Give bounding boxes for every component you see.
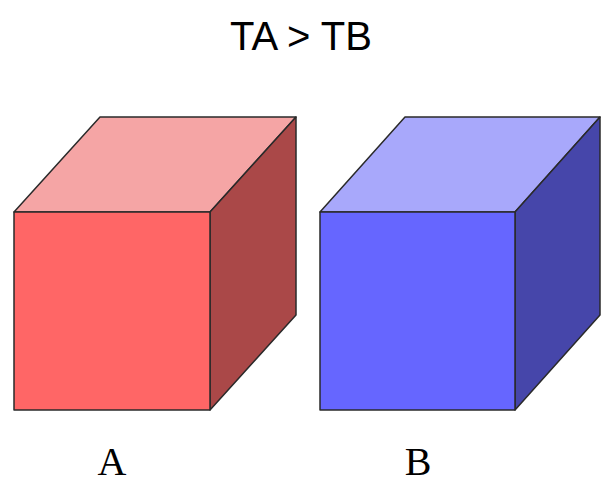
cube-drawing — [12, 115, 302, 485]
cube-front — [14, 212, 210, 410]
cube-label: A — [12, 442, 212, 482]
cube-front — [320, 212, 515, 410]
cube-drawing — [318, 115, 602, 485]
cube-label: B — [318, 442, 518, 482]
cube-side — [515, 117, 600, 410]
title: TA > TB — [0, 14, 602, 58]
cube-side — [210, 117, 296, 410]
cube: B — [318, 115, 602, 485]
cube: A — [12, 115, 302, 485]
